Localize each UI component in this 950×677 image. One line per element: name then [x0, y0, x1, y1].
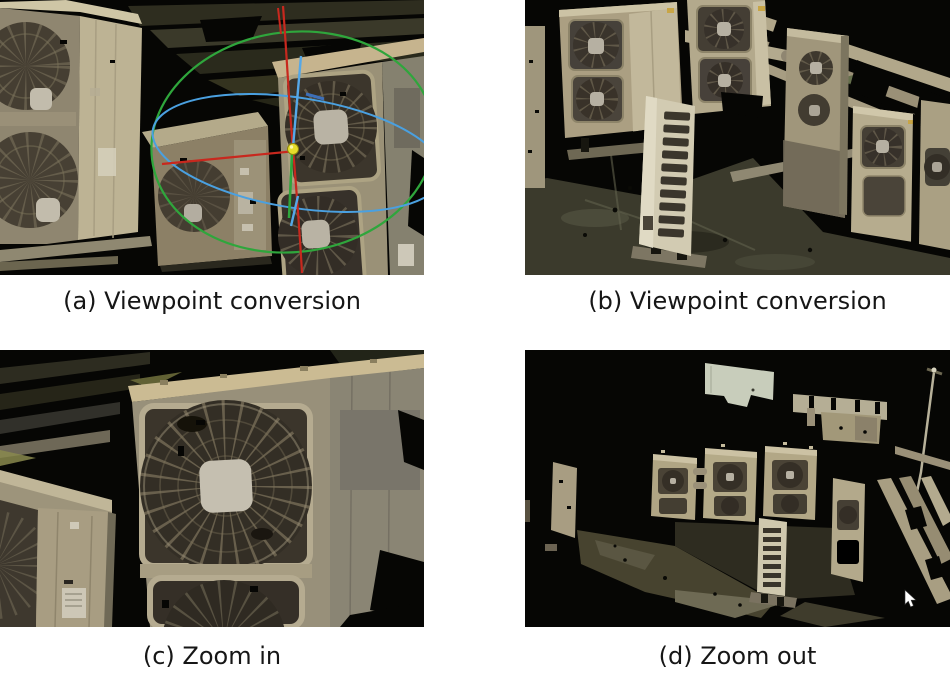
- ac-unit-middle: [142, 112, 272, 272]
- point-cloud-holes: [162, 420, 258, 608]
- ac-unit-left: [0, 450, 116, 627]
- panel-d-image: [525, 350, 950, 627]
- panel-b-scene: [525, 0, 950, 275]
- ceiling-panel: [705, 363, 774, 407]
- mouse-cursor-icon: [904, 589, 917, 608]
- ac-unit-far-left: [525, 26, 545, 188]
- louver-unit-small: [749, 518, 797, 608]
- panel-b-image: [525, 0, 950, 275]
- ac-unit-main-side: [330, 368, 424, 627]
- top-right-structure: [793, 394, 887, 444]
- ac-units-row: [651, 442, 817, 522]
- orbit-gizmo: [150, 5, 424, 274]
- panel-a-image: [0, 0, 424, 275]
- right-rails: [831, 446, 950, 604]
- ac-unit-b2: [687, 0, 771, 118]
- panel-a-scene: [0, 0, 424, 275]
- caption-c: (c) Zoom in: [142, 642, 282, 670]
- panel-c-image: [0, 350, 424, 627]
- caption-b: (b) Viewpoint conversion: [588, 287, 887, 315]
- ac-unit-b3: [783, 28, 849, 218]
- louver-unit: [631, 96, 707, 268]
- panel-d-scene: [525, 350, 950, 627]
- ac-unit-left: [0, 0, 152, 275]
- ac-unit-right: [272, 38, 424, 275]
- far-left-speckles: [528, 60, 539, 153]
- caption-d: (d) Zoom out: [658, 642, 817, 670]
- left-wall: [525, 462, 577, 551]
- panel-c-scene: [0, 350, 424, 627]
- ac-units-right: [851, 100, 950, 250]
- point-cloud-holes: [60, 40, 346, 204]
- caption-a: (a) Viewpoint conversion: [63, 287, 361, 315]
- ac-unit-main: [128, 354, 424, 627]
